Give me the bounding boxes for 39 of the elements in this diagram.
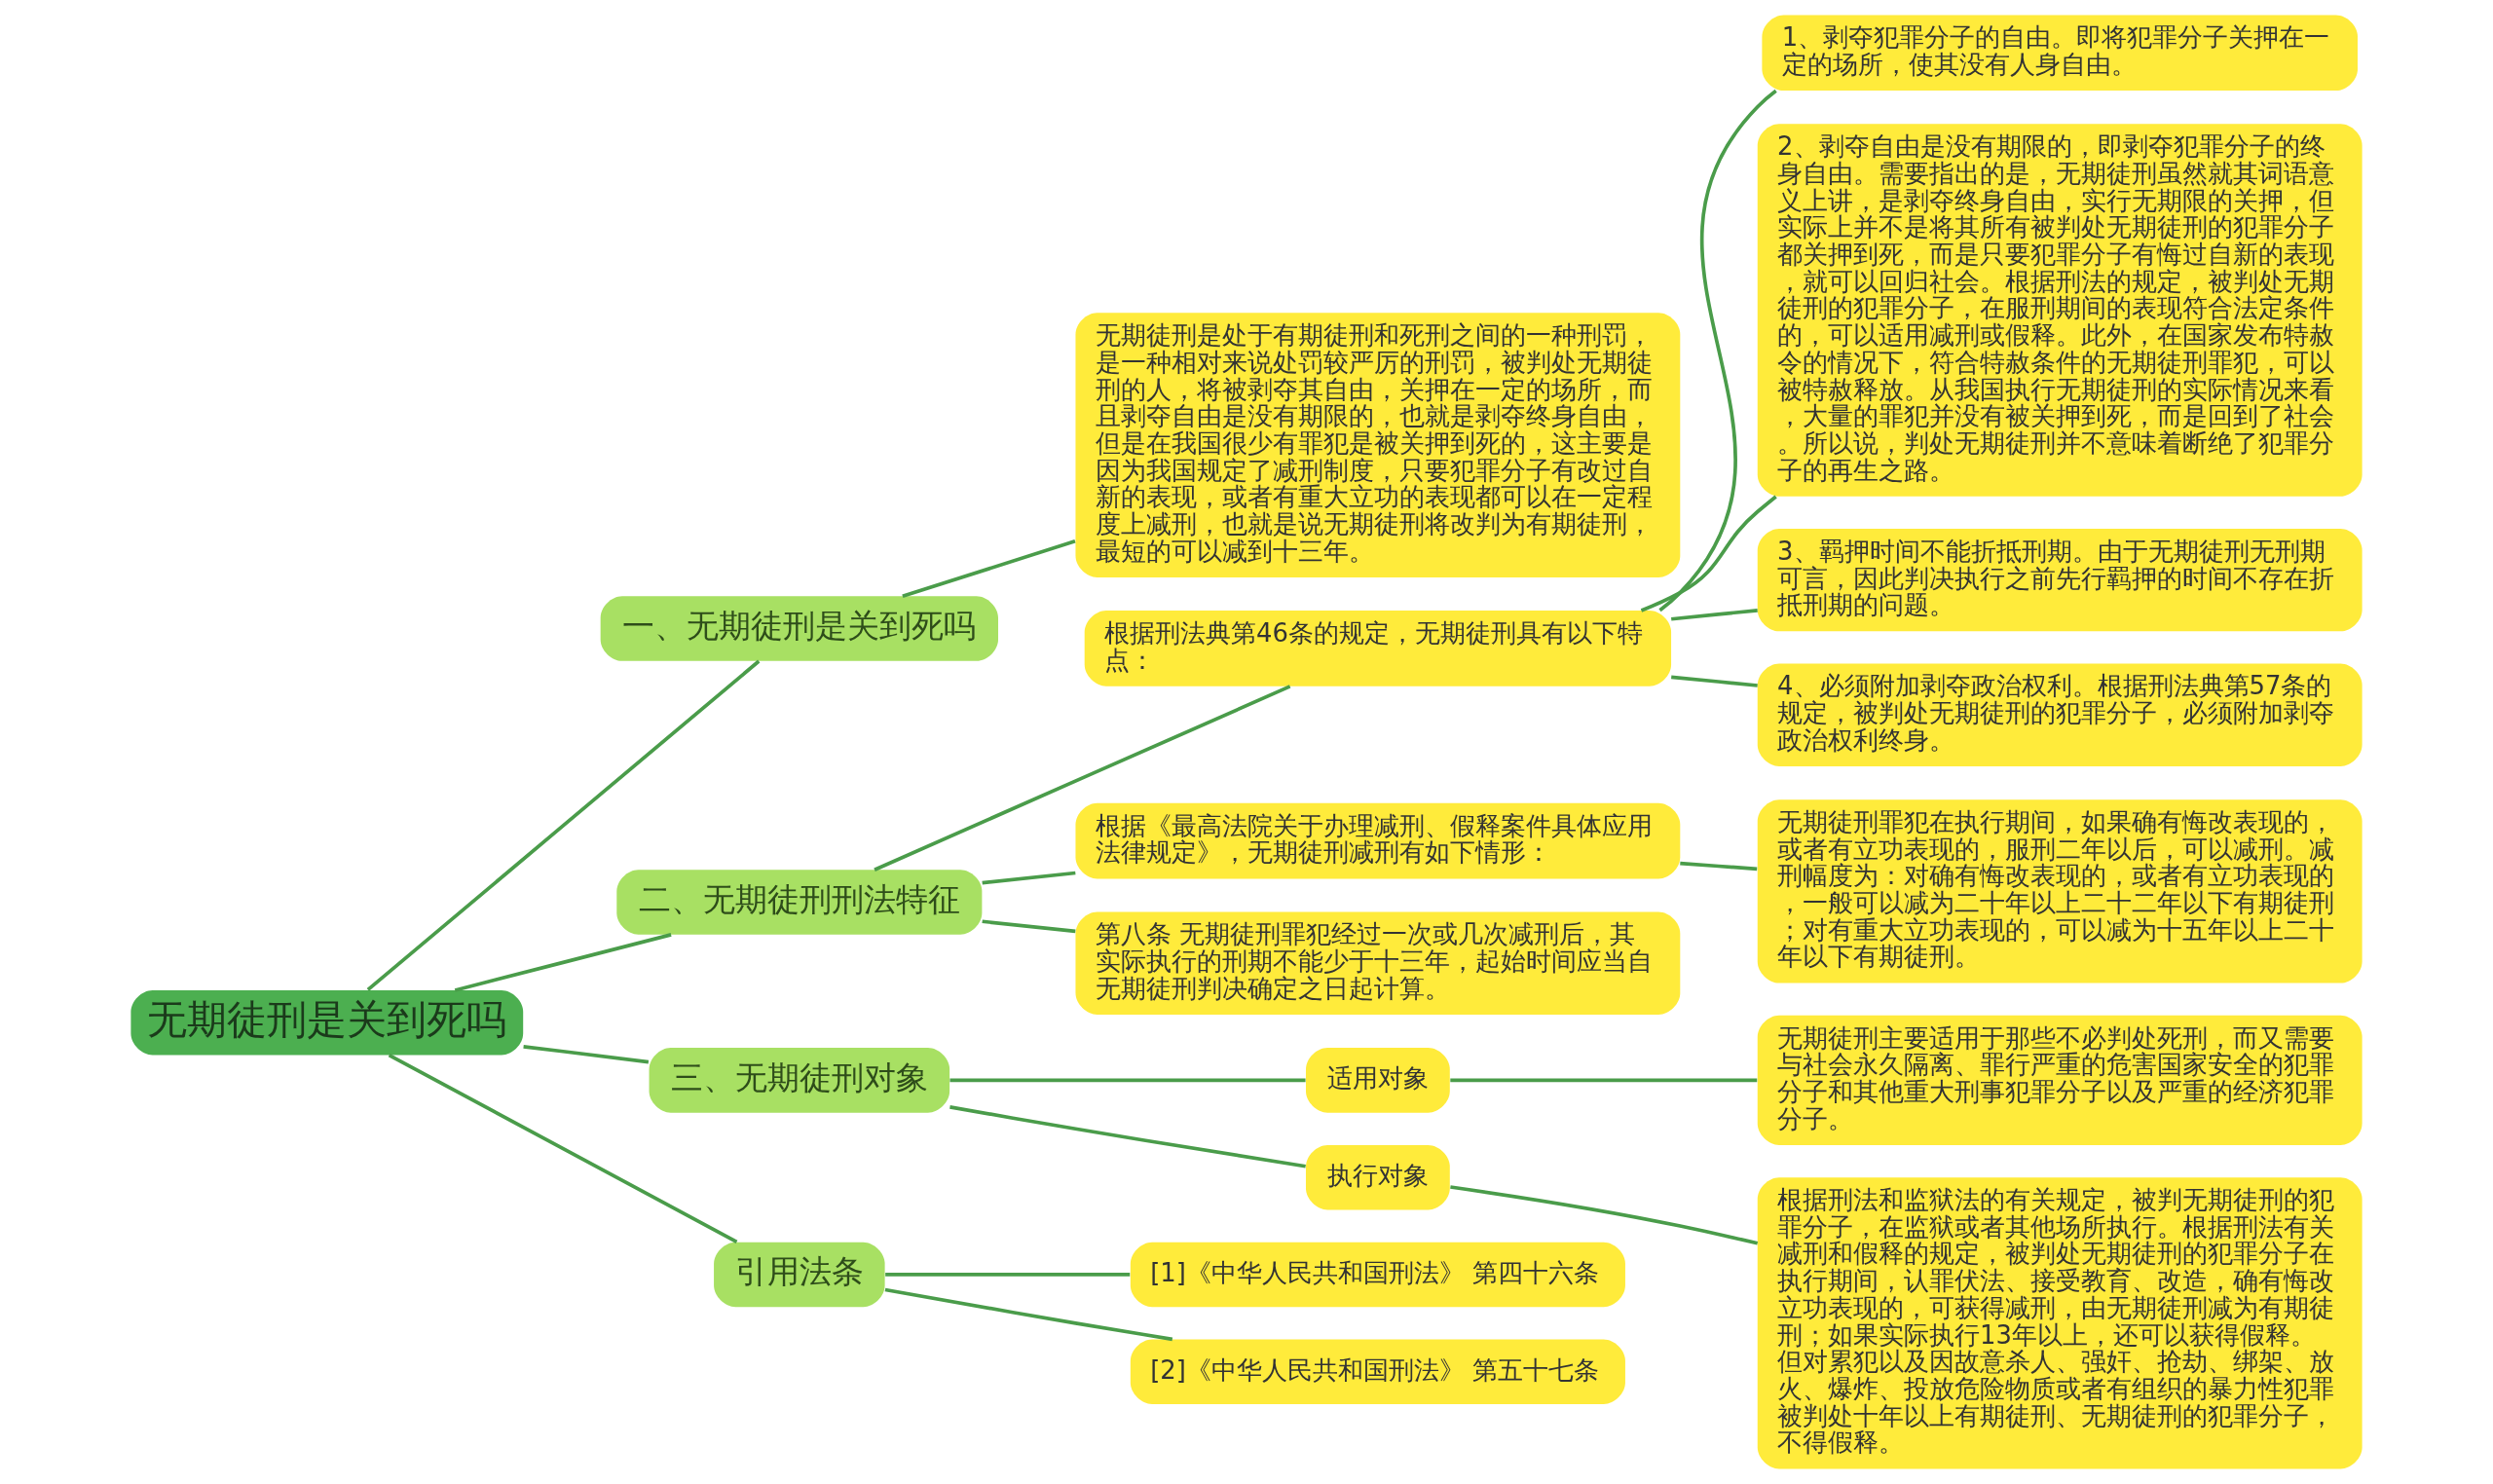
connector [885, 1273, 1131, 1277]
node-box: 三、无期徒刑对象 [649, 1048, 950, 1113]
node-box: 无期徒刑是关到死吗 [130, 990, 524, 1056]
node-box: 一、无期徒刑是关到死吗 [600, 596, 998, 661]
node-box: 1、剥夺犯罪分子的自由。即将犯罪分子关押在一定的场所，使其没有人身自由。 [1762, 15, 2358, 92]
connector [949, 1078, 1306, 1083]
node-box: 3、羁押时间不能折抵刑期。由于无期徒刑无刑期可言，因此判决执行之前先行羁押的时间不存在折抵刑期的问题。 [1757, 529, 2363, 632]
node-box: 无期徒刑是处于有期徒刑和死刑之间的一种刑罚，是一种相对来说处罚较严厉的刑罚，被判处无期徒刑的人，将被剥夺其自由，关押在一定的场所，而且剥夺自由是没有期限的，也就是剥夺终身自由，但是在我国很少有罪犯是被关押到死的，这主要是因为我国规定了减刑制度，只要犯罪分子有改过自新的表现，或者有重大立功的表现都可以在一定程度上减刑，也就是说无期徒刑将改判为有期徒刑，最短的可以减到十三年。 [1075, 313, 1681, 577]
connector [1640, 495, 1777, 612]
connector [366, 659, 761, 991]
connector [1450, 1185, 1759, 1245]
connector [982, 919, 1076, 934]
node-box: 第八条 无期徒刑罪犯经过一次或几次减刑后，其实际执行的刑期不能少于十三年，起始时间应当自无期徒刑判决确定之日起计算。 [1075, 911, 1681, 1015]
node-box: 二、无期徒刑刑法特征 [616, 870, 983, 935]
node-box: [2]《中华人民共和国刑法》 第五十七条 [1130, 1339, 1625, 1404]
connector [454, 933, 672, 992]
node-box: 无期徒刑罪犯在执行期间，如果确有悔改表现的，或者有立功表现的，服刑二年以后，可以减刑。减刑幅度为：对确有悔改表现的，或者有立功表现的，一般可以减为二十年以上二十二年以下有期徒刑；对有重大立功表现的，可以减为十五年以上二十年以下有期徒刑。 [1757, 799, 2363, 983]
node-box: 2、剥夺自由是没有期限的，即剥夺犯罪分子的终身自由。需要指出的是，无期徒刑虽然就其词语意义上讲，是剥夺终身自由，实行无期限的关押，但实际上并不是将其所有被判处无期徒刑的犯罪分子都关押到死，而是只要犯罪分子有悔过自新的表现，就可以回归社会。根据刑法的规定，被判处无期徒刑的犯罪分子，在服刑期间的表现符合法定条件的，可以适用减刑或假释。此外，在国家发布特赦令的情况下，符合特赦条件的无期徒刑罪犯，可以被特赦释放。从我国执行无期徒刑的实际情况来看，大量的罪犯并没有被关押到死，而是回到了社会。所以说，判处无期徒刑并不意味着断绝了犯罪分子的再生之路。 [1757, 124, 2363, 497]
connector [1671, 608, 1758, 621]
node-box: [1]《中华人民共和国刑法》 第四十六条 [1130, 1242, 1625, 1308]
node-box: 引用法条 [714, 1242, 885, 1308]
connector [1671, 675, 1758, 687]
connector [884, 1287, 1173, 1342]
connector [982, 871, 1076, 885]
node-box: 无期徒刑主要适用于那些不必判处死刑，而又需要与社会永久隔离、罪行严重的危害国家安全的犯罪分子和其他重大刑事犯罪分子以及严重的经济犯罪分子。 [1757, 1015, 2363, 1145]
connector [902, 539, 1076, 599]
node-box: 根据刑法典第46条的规定，无期徒刑具有以下特点： [1084, 611, 1672, 686]
node-box: 根据刑法和监狱法的有关规定，被判无期徒刑的犯罪分子，在监狱或者其他场所执行。根据刑法有关减刑和假释的规定，被判处无期徒刑的犯罪分子在执行期间，认罪伏法、接受教育、改造，确有悔改立功表现的，可获得减刑，由无期徒刑减为有期徒刑；如果实际执行13年以上，还可以获得假释。但对累犯以及因故意杀人、强奸、抢劫、绑架、放火、爆炸、投放危险物质或者有组织的暴力性犯罪被判处十年以上有期徒刑、无期徒刑的犯罪分子，不得假释。 [1757, 1177, 2363, 1469]
node-box: 适用对象 [1306, 1048, 1450, 1113]
connector [949, 1105, 1306, 1169]
connector [523, 1044, 650, 1064]
node-box: 根据《最高法院关于办理减刑、假释案件具体应用法律规定》，无期徒刑减刑有如下情形： [1075, 802, 1681, 879]
connector [874, 685, 1291, 872]
node-box: 执行对象 [1306, 1144, 1450, 1210]
connector [1680, 861, 1758, 872]
connector [1450, 1078, 1758, 1083]
connector [1658, 89, 1777, 612]
connector [388, 1053, 738, 1243]
node-box: 4、必须附加剥夺政治权利。根据刑法典第57条的规定，被判处无期徒刑的犯罪分子，必须附加剥夺政治权利终身。 [1757, 663, 2363, 766]
